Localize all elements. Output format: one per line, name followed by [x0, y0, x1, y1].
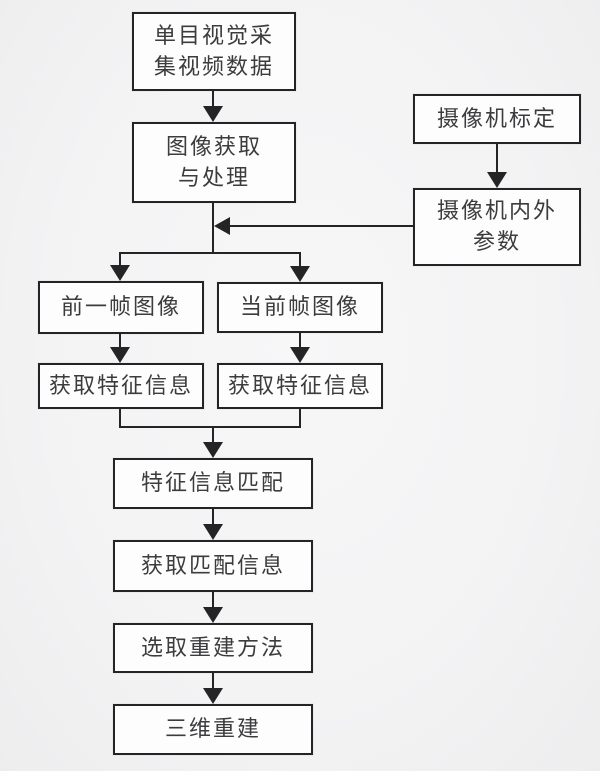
connector-line: [119, 252, 301, 254]
arrow-down-icon: [203, 442, 223, 458]
node-extract-features-right: 获取特征信息: [217, 363, 383, 409]
arrow-down-icon: [487, 172, 507, 188]
connector-line: [299, 409, 301, 428]
arrow-down-icon: [110, 265, 130, 281]
connector-line: [119, 252, 121, 266]
node-current-frame: 当前帧图像: [217, 282, 383, 333]
arrow-down-icon: [203, 524, 223, 540]
node-capture-video: 单目视觉采 集视频数据: [132, 12, 296, 91]
node-reconstruction-3d: 三维重建: [113, 704, 313, 755]
node-previous-frame: 前一帧图像: [38, 281, 204, 334]
arrow-down-icon: [203, 106, 223, 122]
connector-line: [299, 252, 301, 266]
connector-line: [230, 225, 413, 227]
connector-line: [212, 428, 214, 444]
node-camera-calibration: 摄像机标定: [413, 94, 581, 144]
connector-line: [212, 91, 214, 108]
connector-line: [119, 409, 121, 428]
arrow-left-icon: [214, 217, 230, 235]
connector-line: [119, 426, 301, 428]
connector-line: [119, 334, 121, 348]
connector-line: [496, 144, 498, 173]
connector-line: [212, 673, 214, 689]
arrow-down-icon: [110, 347, 130, 363]
connector-line: [299, 333, 301, 348]
node-camera-params: 摄像机内外 参数: [413, 188, 581, 266]
arrow-down-icon: [290, 266, 310, 282]
node-feature-matching: 特征信息匹配: [113, 458, 313, 509]
node-select-method: 选取重建方法: [113, 623, 313, 673]
arrow-down-icon: [203, 688, 223, 704]
node-extract-features-left: 获取特征信息: [38, 363, 204, 409]
connector-line: [212, 203, 214, 254]
connector-line: [212, 592, 214, 608]
arrow-down-icon: [203, 607, 223, 623]
node-get-match-info: 获取匹配信息: [113, 540, 313, 592]
node-image-acquisition: 图像获取 与处理: [132, 122, 296, 203]
connector-line: [212, 509, 214, 525]
arrow-down-icon: [290, 347, 310, 363]
